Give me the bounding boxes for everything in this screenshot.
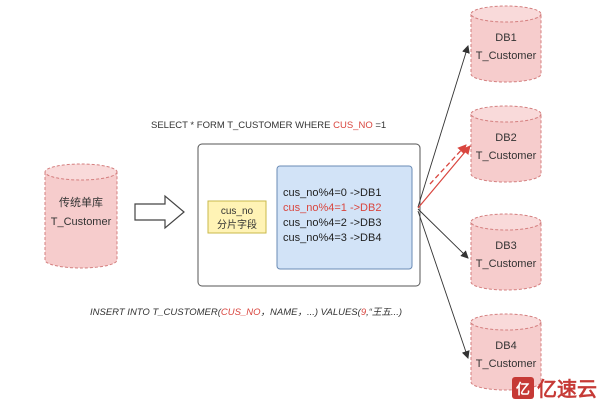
arrow-to-db3 [417, 208, 469, 259]
rule-line: cus_no%4=0 ->DB1 [283, 187, 381, 199]
db-table: T_Customer [476, 258, 537, 270]
db-name: DB2 [495, 132, 516, 144]
rules-box [276, 165, 413, 270]
watermark-text: 亿速云 [537, 377, 597, 400]
shard-key-box: cus_no 分片字段 [207, 200, 267, 234]
target-databases: DB1T_CustomerDB2T_CustomerDB3T_CustomerD… [470, 5, 542, 391]
db-table: T_Customer [476, 50, 537, 62]
db-name: DB3 [495, 240, 516, 252]
db-name: DB1 [495, 32, 516, 44]
source-db-cylinder: 传统单库 T_Customer [44, 163, 118, 269]
arrow-to-db4 [417, 210, 470, 359]
db-name: DB4 [495, 340, 516, 352]
hollow-arrow-icon [134, 194, 185, 230]
source-db-table: T_Customer [51, 216, 112, 228]
insert-sql: INSERT INTO T_CUSTOMER(CUS_NO，NAME，...) … [90, 307, 402, 318]
watermark-logo: 亿 亿速云 [512, 377, 597, 400]
db-table: T_Customer [476, 150, 537, 162]
dashed-arrow-to-db2 [429, 144, 467, 185]
arrow-to-db2 [417, 145, 471, 209]
rules-list: cus_no%4=0 ->DB1 cus_no%4=1 ->DB2 cus_no%4… [283, 187, 381, 244]
arrow-to-db1 [417, 45, 470, 208]
shard-key-caption: 分片字段 [217, 218, 257, 231]
source-db-label: 传统单库 [59, 196, 103, 209]
db-table: T_Customer [476, 358, 537, 370]
select-sql: SELECT * FORM T_CUSTOMER WHERE CUS_NO =1 [151, 120, 386, 131]
rule-line: cus_no%4=1 ->DB2 [283, 202, 381, 214]
shard-key-name: cus_no [221, 206, 254, 217]
watermark-mark: 亿 [516, 381, 530, 398]
rule-line: cus_no%4=3 ->DB4 [283, 232, 381, 244]
rule-line: cus_no%4=2 ->DB3 [283, 217, 381, 229]
